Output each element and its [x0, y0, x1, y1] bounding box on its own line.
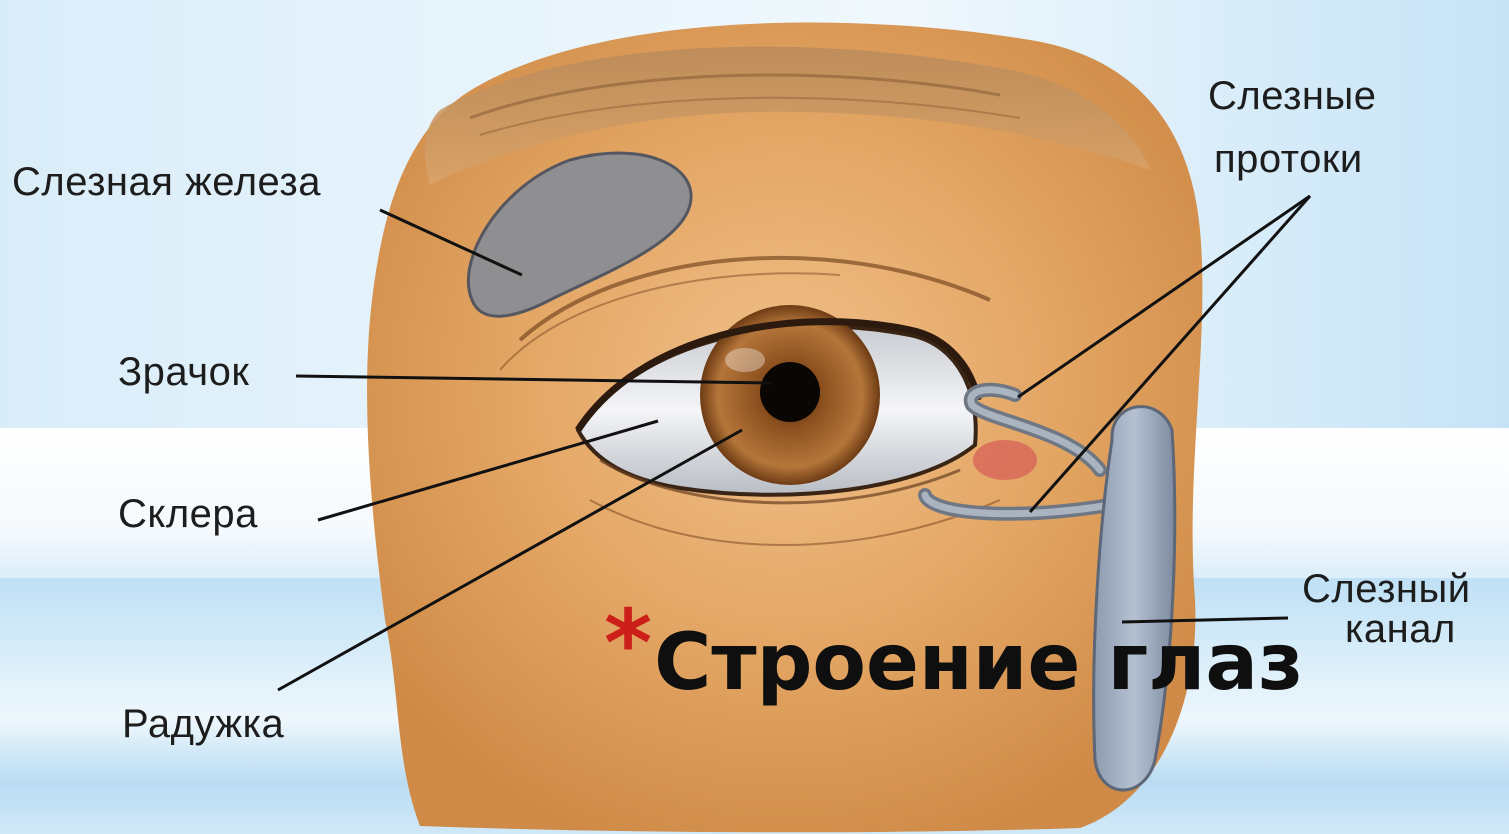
label-sclera: Склера — [118, 492, 258, 537]
label-tear-canal-line1: Слезный — [1302, 567, 1471, 612]
title-bullet-icon: * — [604, 590, 652, 697]
slide-title: *Строение глаз — [604, 598, 1303, 702]
label-pupil: Зрачок — [118, 350, 249, 395]
label-iris: Радужка — [122, 702, 284, 747]
label-tear-canal-line2: канал — [1345, 607, 1456, 652]
label-tear-ducts-line2: протоки — [1214, 137, 1363, 182]
label-lacrimal-gland: Слезная железа — [12, 160, 321, 205]
title-text: Строение глаз — [654, 618, 1303, 708]
label-tear-ducts-line1: Слезные — [1208, 74, 1377, 119]
pupil-shape — [760, 362, 820, 422]
